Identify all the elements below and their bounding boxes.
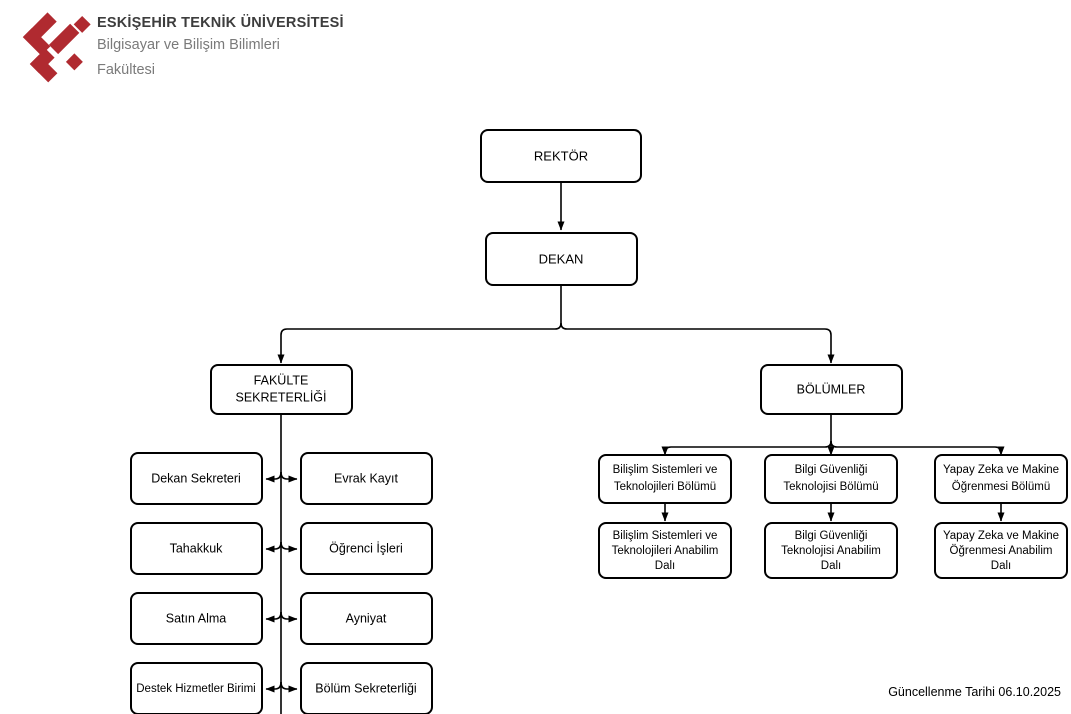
node-rektor-label: REKTÖR xyxy=(534,148,588,163)
node-satin-alma-box[interactable] xyxy=(130,592,263,645)
node-bst-bolum-label-line2: Teknolojileri Bölümü xyxy=(614,481,716,493)
node-evrak-kayit-box[interactable] xyxy=(300,452,433,505)
node-tahakkuk-box[interactable] xyxy=(130,522,263,575)
node-destek-hizmetler-birimi-box[interactable] xyxy=(130,662,263,714)
node-yzm-abd-label-line1: Yapay Zeka ve Makine xyxy=(943,530,1059,542)
node-bolumler-label: BÖLÜMLER xyxy=(797,382,866,396)
connector-trunk-to-ayniyat xyxy=(280,611,298,623)
node-bgt-bolum-box[interactable] xyxy=(764,454,898,504)
university-name: ESKİŞEHİR TEKNİK ÜNİVERSİTESİ xyxy=(97,15,344,31)
node-bst-bolum[interactable]: Bilişlim Sistemleri ve Teknolojileri Böl… xyxy=(598,454,732,504)
brand-header: ESKİŞEHİR TEKNİK ÜNİVERSİTESİ Bilgisayar… xyxy=(0,0,1071,110)
node-rektor[interactable]: REKTÖR xyxy=(480,129,642,183)
connector-dekan-to-bolumler xyxy=(560,322,835,364)
node-tahakkuk-label: Tahakkuk xyxy=(170,541,224,555)
node-yzm-bolum-box[interactable] xyxy=(934,454,1068,504)
connector-trunk-to-evrak-kayit xyxy=(280,471,298,483)
node-yzm-bolum[interactable]: Yapay Zeka ve Makine Öğrenmesi Bölümü xyxy=(934,454,1068,504)
node-bgt-bolum[interactable]: Bilgi Güvenliği Teknolojisi Bölümü xyxy=(764,454,898,504)
node-bst-abd[interactable]: Bilişlim Sistemleri ve Teknolojileri Ana… xyxy=(598,522,732,579)
node-fakulte-sekreterligi-box[interactable] xyxy=(210,364,353,415)
node-bgt-abd-box[interactable] xyxy=(764,522,898,579)
connector-trunk-to-bolum-sekreterligi xyxy=(280,681,298,693)
node-bolumler-box[interactable] xyxy=(760,364,903,415)
node-yzm-abd-label-line2: Öğrenmesi Anabilim xyxy=(950,545,1053,557)
etu-diamond-logo-icon xyxy=(22,12,91,83)
node-bolum-sekreterligi-label: Bölüm Sekreterliği xyxy=(315,681,416,695)
node-bgt-bolum-label-line1: Bilgi Güvenliği xyxy=(795,464,868,476)
node-bst-bolum-label-line1: Bilişlim Sistemleri ve xyxy=(613,464,718,476)
node-dekan-sekreteri[interactable]: Dekan Sekreteri xyxy=(130,452,263,505)
connector-bolumler-to-bst xyxy=(661,440,832,456)
connector-bolumler-to-yzm xyxy=(830,440,1005,456)
node-ogrenci-isleri-box[interactable] xyxy=(300,522,433,575)
connector-trunk-to-destek-hizmetler xyxy=(265,681,282,693)
connector-trunk-to-satin-alma xyxy=(265,611,282,623)
node-evrak-kayit-label: Evrak Kayıt xyxy=(334,471,398,485)
node-destek-hizmetler-birimi-label: Destek Hizmetler Birimi xyxy=(136,683,256,695)
node-bolumler[interactable]: BÖLÜMLER xyxy=(760,364,903,415)
faculty-name-line2: Fakültesi xyxy=(97,62,156,78)
node-bolum-sekreterligi-box[interactable] xyxy=(300,662,433,714)
node-yzm-bolum-label-line1: Yapay Zeka ve Makine xyxy=(943,464,1059,476)
node-satin-alma[interactable]: Satın Alma xyxy=(130,592,263,645)
node-fakulte-sekreterligi[interactable]: FAKÜLTE SEKRETERLİĞİ xyxy=(210,364,353,415)
node-bst-abd-label-line3: Dalı xyxy=(655,560,675,572)
node-bgt-abd[interactable]: Bilgi Güvenliği Teknolojisi Anabilim Dal… xyxy=(764,522,898,579)
connector-layer xyxy=(265,182,1005,714)
node-bst-abd-label-line1: Bilişlim Sistemleri ve xyxy=(613,530,718,542)
node-dekan-sekreteri-label: Dekan Sekreteri xyxy=(151,471,241,485)
node-ayniyat[interactable]: Ayniyat xyxy=(300,592,433,645)
brand-text-block: ESKİŞEHİR TEKNİK ÜNİVERSİTESİ Bilgisayar… xyxy=(97,14,517,83)
connector-trunk-to-tahakkuk xyxy=(265,541,282,553)
connector-dekan-to-fakulte xyxy=(277,322,562,364)
node-satin-alma-label: Satın Alma xyxy=(166,611,226,625)
node-yzm-abd-box[interactable] xyxy=(934,522,1068,579)
node-bgt-abd-label-line3: Dalı xyxy=(821,560,841,572)
node-ayniyat-label: Ayniyat xyxy=(346,611,387,625)
node-bst-bolum-box[interactable] xyxy=(598,454,732,504)
connector-trunk-to-ogrenci-isleri xyxy=(280,541,298,553)
node-dekan[interactable]: DEKAN xyxy=(485,232,638,286)
node-bgt-bolum-label-line2: Teknolojisi Bölümü xyxy=(783,481,878,493)
node-rektor-box[interactable] xyxy=(480,129,642,183)
node-fakulte-sekreterligi-label-line1: FAKÜLTE xyxy=(254,373,309,387)
node-fakulte-sekreterligi-label-line2: SEKRETERLİĞİ xyxy=(236,389,327,404)
node-tahakkuk[interactable]: Tahakkuk xyxy=(130,522,263,575)
node-destek-hizmetler-birimi[interactable]: Destek Hizmetler Birimi xyxy=(130,662,263,714)
node-yzm-abd[interactable]: Yapay Zeka ve Makine Öğrenmesi Anabilim … xyxy=(934,522,1068,579)
node-bgt-abd-label-line1: Bilgi Güvenliği xyxy=(795,530,868,542)
node-ogrenci-isleri[interactable]: Öğrenci İşleri xyxy=(300,522,433,575)
node-dekan-label: DEKAN xyxy=(539,251,584,266)
node-yzm-abd-label-line3: Dalı xyxy=(991,560,1011,572)
update-date-label: Güncellenme Tarihi 06.10.2025 xyxy=(888,685,1061,699)
faculty-name-line1: Bilgisayar ve Bilişim Bilimleri xyxy=(97,37,280,53)
node-ogrenci-isleri-label: Öğrenci İşleri xyxy=(329,541,403,555)
node-dekan-sekreteri-box[interactable] xyxy=(130,452,263,505)
node-evrak-kayit[interactable]: Evrak Kayıt xyxy=(300,452,433,505)
node-bst-abd-box[interactable] xyxy=(598,522,732,579)
node-dekan-box[interactable] xyxy=(485,232,638,286)
node-bst-abd-label-line2: Teknolojileri Anabilim xyxy=(612,545,719,557)
connector-trunk-to-dekan-sekreteri xyxy=(265,471,282,483)
node-bolum-sekreterligi[interactable]: Bölüm Sekreterliği xyxy=(300,662,433,714)
node-yzm-bolum-label-line2: Öğrenmesi Bölümü xyxy=(952,481,1050,493)
node-bgt-abd-label-line2: Teknolojisi Anabilim xyxy=(781,545,881,557)
node-ayniyat-box[interactable] xyxy=(300,592,433,645)
